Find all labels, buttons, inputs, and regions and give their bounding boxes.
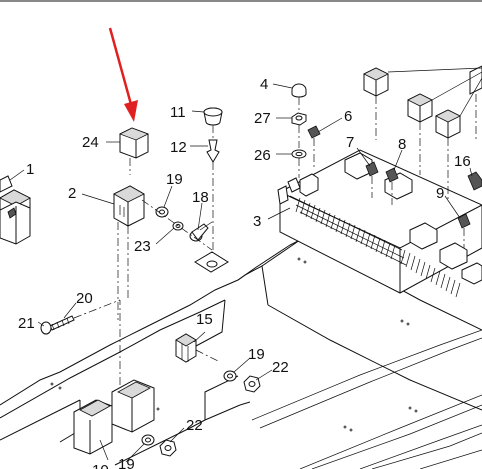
relay-24 xyxy=(119,127,149,175)
callout-9: 9 xyxy=(436,185,444,202)
callout-11: 11 xyxy=(170,104,186,121)
callout-23: 23 xyxy=(134,238,151,255)
callout-3: 3 xyxy=(253,213,261,230)
board-pin-row xyxy=(295,197,461,298)
callout-27: 27 xyxy=(254,110,271,127)
nut-22-mid xyxy=(243,375,261,393)
callout-22-bottom: 22 xyxy=(186,417,203,434)
callout-6: 6 xyxy=(344,108,352,125)
callout-19-top: 19 xyxy=(166,171,183,188)
cap-nut-4 xyxy=(291,83,307,112)
callout-leaders xyxy=(9,83,473,463)
relay-top-3 xyxy=(435,109,461,200)
relay-leader-lines xyxy=(387,67,482,117)
nut-22-bottom xyxy=(159,439,177,457)
callout-12: 12 xyxy=(170,139,187,156)
relay-board-3 xyxy=(277,149,482,298)
callout-24: 24 xyxy=(82,134,99,151)
clip-16 xyxy=(467,171,482,191)
red-pointer-arrow xyxy=(108,27,138,122)
standoff-12 xyxy=(206,139,220,252)
socket-bracket-2 xyxy=(113,185,145,320)
relay-top-4 xyxy=(469,65,482,140)
screw-18 xyxy=(141,199,213,251)
callout-1: 1 xyxy=(26,161,34,178)
socket-bracket-10 xyxy=(73,300,155,455)
clip-9 xyxy=(457,213,471,248)
relay-top-2 xyxy=(407,93,433,175)
washer-26 xyxy=(291,149,307,178)
grommet-11 xyxy=(203,107,223,138)
clip-7 xyxy=(365,161,379,198)
callout-19-mid: 19 xyxy=(248,346,265,363)
relay-module-1 xyxy=(0,175,31,245)
callout-16: 16 xyxy=(454,153,471,170)
clip-6 xyxy=(307,125,321,170)
nut-27 xyxy=(291,112,307,148)
callout-2: 2 xyxy=(68,185,76,202)
washer-19-bottom xyxy=(141,434,155,446)
relay-top-1 xyxy=(363,67,389,140)
connector-15 xyxy=(175,333,221,363)
washer-19-mid xyxy=(223,370,237,382)
callout-4: 4 xyxy=(260,76,268,93)
callout-21: 21 xyxy=(18,315,35,332)
washer-19-top xyxy=(155,206,169,218)
callout-19-bottom: 19 xyxy=(118,456,135,469)
callout-15: 15 xyxy=(196,311,213,328)
callout-labels: 1 2 3 4 6 7 8 9 10 11 12 15 16 18 19 19 … xyxy=(18,76,471,469)
callout-8: 8 xyxy=(398,136,406,153)
board-relay-sockets xyxy=(299,152,482,285)
callout-18: 18 xyxy=(192,189,209,206)
callout-20: 20 xyxy=(76,290,93,307)
callout-7: 7 xyxy=(346,134,354,151)
screw-20 xyxy=(40,299,121,335)
clip-8 xyxy=(385,167,399,205)
callout-26: 26 xyxy=(254,147,271,164)
callout-22-mid: 22 xyxy=(272,359,289,376)
callout-10: 10 xyxy=(92,462,109,469)
